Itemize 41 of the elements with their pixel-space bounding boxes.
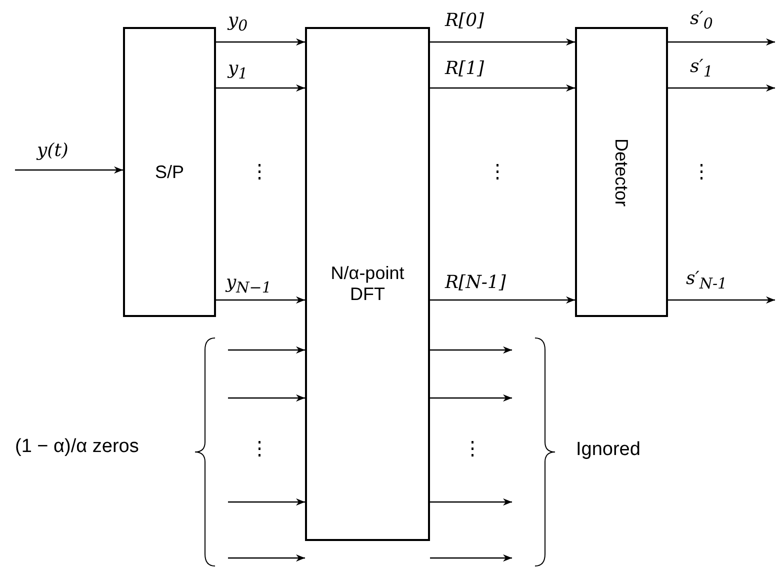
signal-label: s′$_{1}$ xyxy=(690,58,713,80)
block-label: S/P xyxy=(154,162,184,182)
arrow xyxy=(668,296,775,304)
signal-label: R[N-1] xyxy=(445,274,506,292)
signal-label: y(t) xyxy=(37,142,68,160)
arrow xyxy=(430,296,575,304)
block-label: Detector xyxy=(611,138,632,206)
arrow xyxy=(430,554,512,562)
arrow xyxy=(228,394,305,402)
arrow xyxy=(15,166,123,174)
annotation-text: (1 − α)/α zeros xyxy=(15,437,139,456)
vertical-ellipsis: ⋮ xyxy=(250,163,269,182)
arrow xyxy=(668,84,775,92)
arrow xyxy=(430,394,512,402)
arrow xyxy=(430,84,575,92)
arrow xyxy=(430,346,512,354)
block-box xyxy=(305,27,430,541)
signal-label: R[0] xyxy=(445,12,484,30)
signal-label: y$_{1}$ xyxy=(228,60,248,82)
arrow xyxy=(228,498,305,506)
arrow xyxy=(228,554,305,562)
block-label: N/α-point DFT xyxy=(330,263,406,305)
arrow xyxy=(228,346,305,354)
signal-label: y$_{0}$ xyxy=(228,12,248,34)
vertical-ellipsis: ⋮ xyxy=(250,440,269,459)
block-box xyxy=(575,27,668,317)
vertical-ellipsis: ⋮ xyxy=(488,163,507,182)
arrow xyxy=(216,38,305,46)
arrow xyxy=(216,296,305,304)
annotation-text: Ignored xyxy=(576,440,640,459)
block-box xyxy=(123,27,216,317)
arrow xyxy=(216,84,305,92)
arrow xyxy=(668,38,775,46)
arrow xyxy=(430,38,575,46)
vertical-ellipsis: ⋮ xyxy=(463,440,482,459)
signal-label: R[1] xyxy=(445,60,484,78)
signal-label: s′$_{N-1}$ xyxy=(686,270,728,292)
vertical-ellipsis: ⋮ xyxy=(692,163,711,182)
signal-label: s′$_{0}$ xyxy=(690,10,713,32)
arrow xyxy=(430,498,512,506)
signal-label: y$_{N−1}$ xyxy=(226,274,272,296)
